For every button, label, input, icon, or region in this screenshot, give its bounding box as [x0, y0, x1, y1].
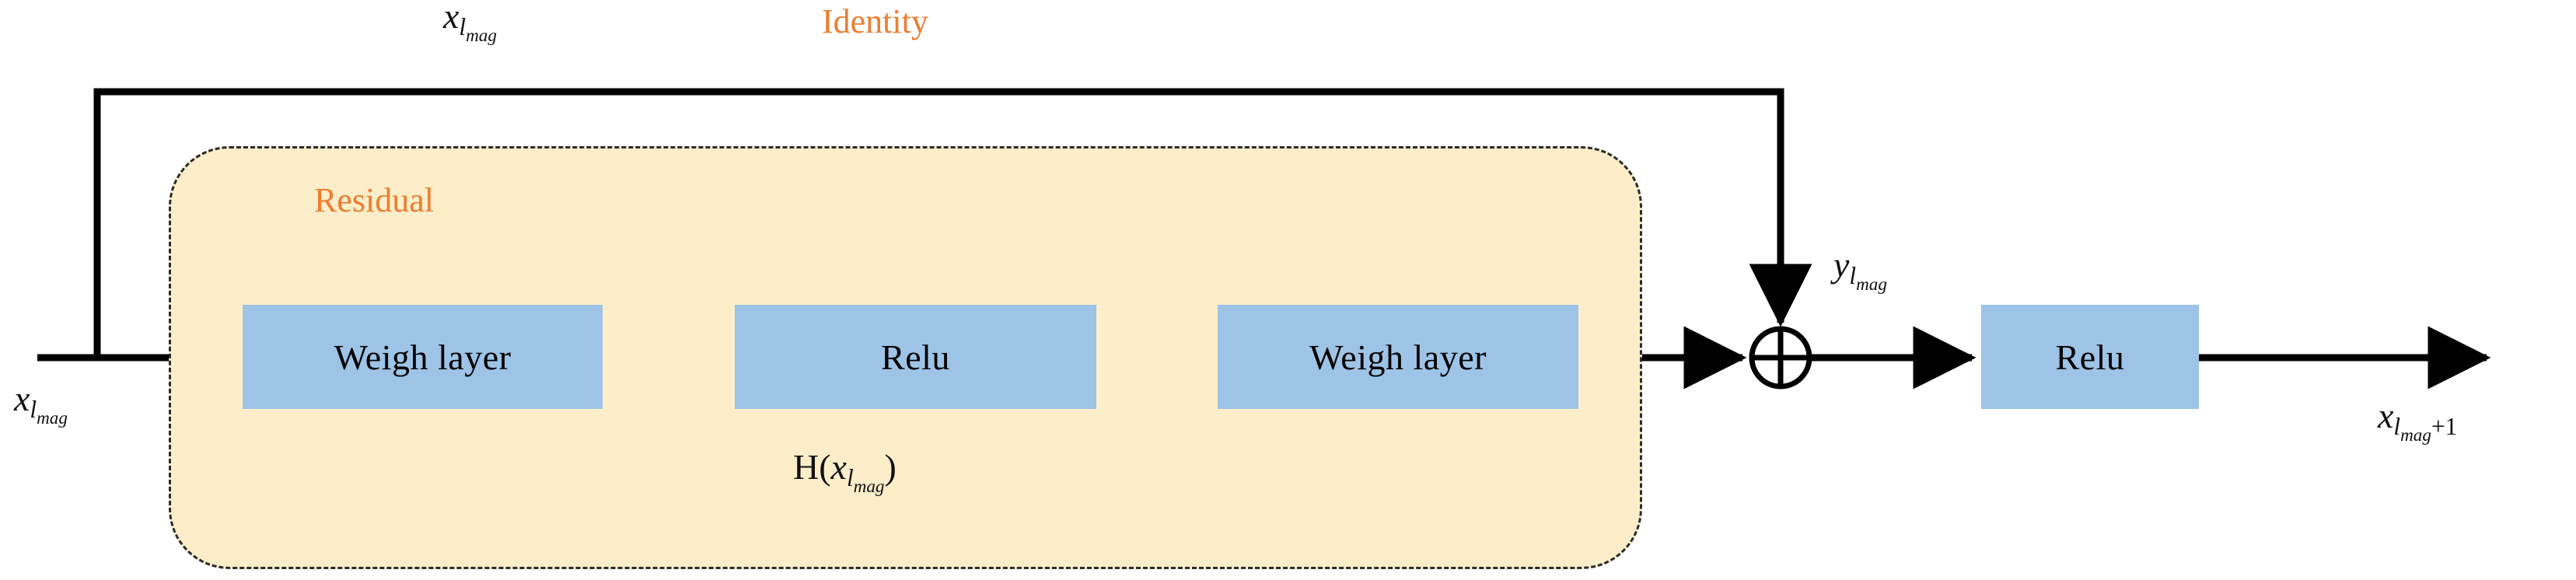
block-output-subsub-text: mag: [2400, 425, 2431, 445]
node-relu-2-label: Relu: [2055, 337, 2125, 377]
input-signal-subsub-text: mag: [37, 408, 68, 428]
node-relu-1[interactable]: Relu: [735, 305, 1096, 409]
input-signal-sub: lmag: [30, 396, 68, 427]
function-label-subsub-text: mag: [853, 477, 885, 497]
function-label-sub: lmag: [846, 464, 885, 495]
node-relu-2[interactable]: Relu: [1981, 305, 2199, 409]
block-output-label: xlmag+1: [2378, 396, 2457, 445]
residual-label: Residual: [314, 181, 434, 219]
block-output-suffix: +1: [2431, 413, 2458, 441]
function-label-base: x: [830, 447, 847, 487]
input-signal-label: xlmag: [14, 379, 68, 428]
skip-signal-label: xlmag: [443, 0, 497, 45]
block-output-sub-text: l: [2393, 413, 2401, 441]
residual-function-label: H(xlmag): [793, 447, 897, 496]
skip-signal-base: x: [443, 0, 460, 36]
skip-signal-subsub-text: mag: [466, 26, 497, 46]
identity-label: Identity: [822, 2, 928, 40]
function-label-sub-text: l: [846, 464, 854, 492]
node-weigh-layer-2[interactable]: Weigh layer: [1218, 305, 1578, 409]
identity-skip-connection: [93, 88, 1812, 358]
block-output-sub: lmag+1: [2393, 413, 2458, 444]
node-weigh-layer-1[interactable]: Weigh layer: [243, 305, 603, 409]
input-signal-base: x: [14, 379, 30, 418]
node-weigh-layer-2-label: Weigh layer: [1309, 337, 1487, 377]
skip-signal-sub-text: l: [459, 13, 467, 41]
sum-output-sub: lmag: [1849, 262, 1887, 293]
block-output-base: x: [2378, 396, 2394, 435]
function-label-suffix: ): [884, 447, 897, 487]
function-label-prefix: H(: [793, 447, 831, 487]
add-operator-icon: [1749, 326, 1812, 390]
skip-signal-sub: lmag: [459, 13, 497, 44]
sum-output-subsub-text: mag: [1856, 274, 1887, 295]
node-weigh-layer-1-label: Weigh layer: [334, 337, 512, 377]
sum-output-sub-text: l: [1849, 262, 1857, 290]
input-signal-sub-text: l: [30, 396, 37, 424]
node-relu-1-label: Relu: [881, 337, 950, 377]
sum-output-label: ylmag: [1833, 245, 1887, 294]
sum-output-base: y: [1833, 245, 1850, 285]
